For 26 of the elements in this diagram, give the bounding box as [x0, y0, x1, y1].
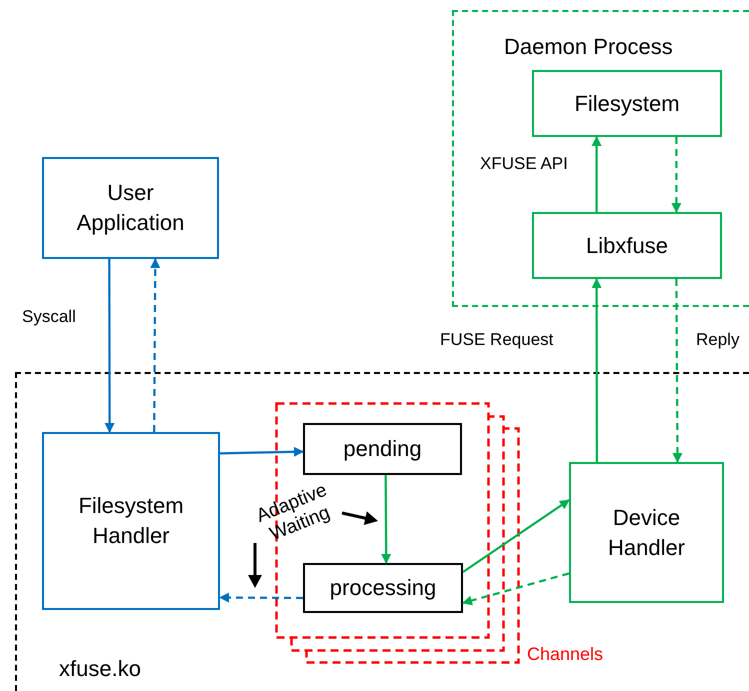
arrow [462, 499, 570, 573]
process-box: Filesystem [532, 70, 722, 137]
edge-label: Reply [694, 330, 742, 350]
group-title: xfuse.ko [59, 655, 141, 683]
edge-label: Syscall [20, 307, 78, 327]
process-box: Device Handler [569, 462, 724, 603]
arrow [592, 278, 602, 462]
arrow [381, 475, 392, 564]
arrow [150, 258, 160, 432]
arrow [462, 572, 570, 606]
arrow [592, 136, 602, 212]
module-container [15, 372, 749, 691]
arrow [220, 446, 304, 457]
queue-box: processing [303, 563, 463, 613]
process-container [452, 10, 749, 307]
arrow [671, 137, 682, 213]
arrow [672, 279, 682, 463]
process-box: User Application [42, 157, 219, 259]
group-title: Daemon Process [504, 33, 673, 61]
edge-label: FUSE Request [438, 330, 556, 350]
group-title: Channels [527, 643, 604, 666]
process-box: Filesystem Handler [42, 432, 220, 610]
queue-box: pending [303, 423, 462, 475]
process-box: Libxfuse [532, 212, 722, 279]
arrow [219, 592, 303, 603]
arrow [104, 259, 115, 433]
